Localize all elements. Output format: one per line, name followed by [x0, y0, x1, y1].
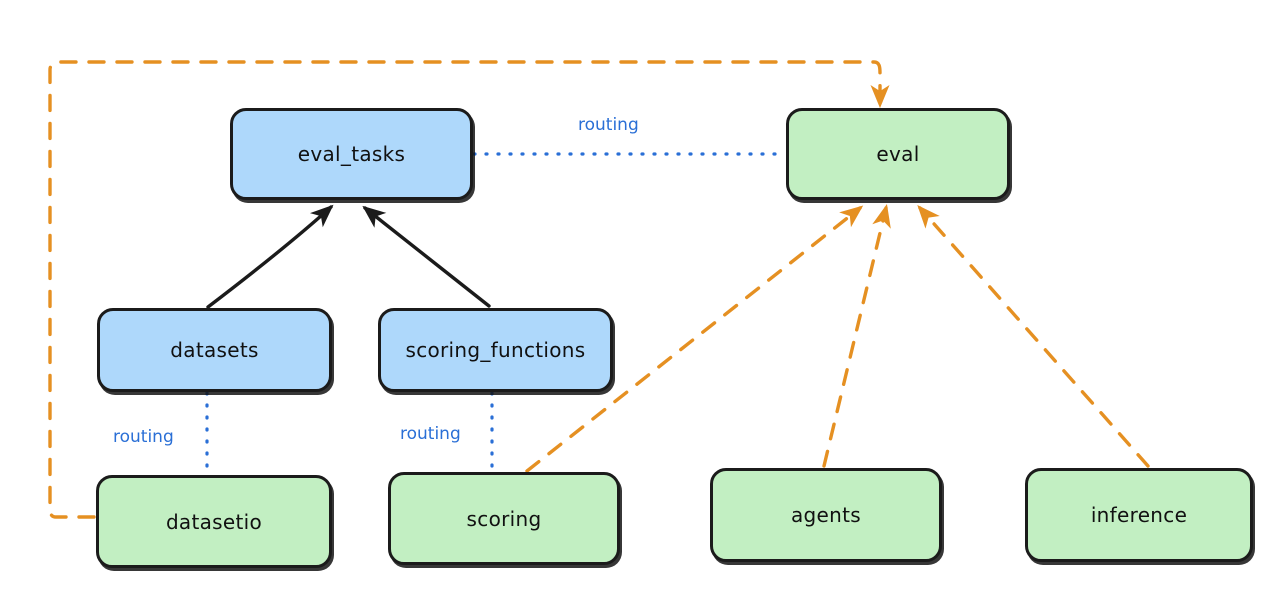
- node-label-scoring-functions: scoring_functions: [405, 338, 586, 362]
- node-inference[interactable]: inference: [1025, 468, 1253, 562]
- node-label-agents: agents: [791, 503, 861, 527]
- node-eval-tasks[interactable]: eval_tasks: [230, 108, 473, 200]
- node-scoring-functions[interactable]: scoring_functions: [378, 308, 613, 392]
- node-agents[interactable]: agents: [710, 468, 942, 562]
- edge-label-routing-datasets-datasetio: routing: [113, 427, 174, 447]
- edge-label-routing-scoring-functions-scoring: routing: [400, 424, 461, 444]
- edge-agents-to-eval: [822, 204, 891, 468]
- node-label-datasetio: datasetio: [165, 509, 263, 534]
- node-label-scoring: scoring: [466, 506, 542, 531]
- node-label-eval-tasks: eval_tasks: [297, 142, 406, 166]
- edge-datasets-to-eval-tasks: [206, 204, 334, 309]
- edge-label-routing-eval-tasks-eval: routing: [578, 115, 639, 135]
- node-datasetio[interactable]: datasetio: [96, 475, 332, 568]
- node-eval[interactable]: eval: [786, 108, 1010, 200]
- edge-inference-to-eval: [917, 204, 1150, 468]
- node-scoring[interactable]: scoring: [388, 472, 620, 565]
- node-label-inference: inference: [1090, 503, 1188, 527]
- node-label-eval: eval: [876, 142, 920, 166]
- edge-scoring-functions-to-eval-tasks: [362, 205, 491, 308]
- node-datasets[interactable]: datasets: [97, 308, 332, 392]
- node-label-datasets: datasets: [170, 338, 259, 362]
